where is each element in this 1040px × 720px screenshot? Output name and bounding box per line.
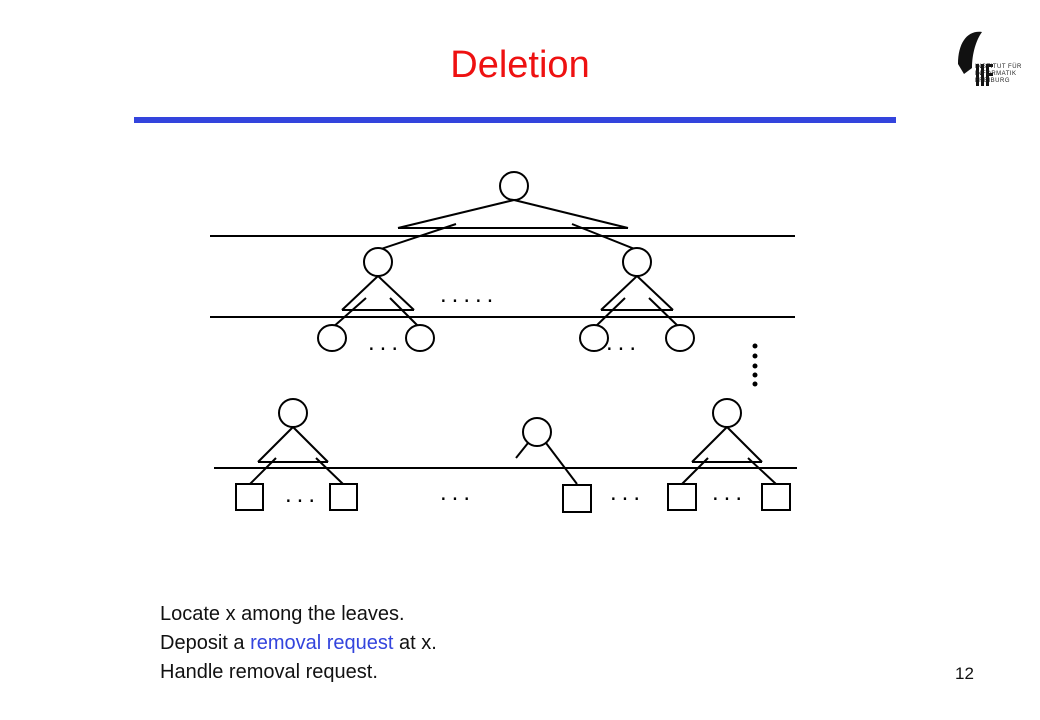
dots-leaf-mid-left: ... [440,479,475,506]
dots-leaf-right: ... [712,479,747,506]
text-line-2-post: at x. [393,632,437,654]
leaf-1 [235,483,264,511]
page-number: 12 [955,664,974,683]
text-line-2-pre: Deposit a [160,632,251,654]
node-l2-4 [665,324,695,352]
title-underline [134,117,896,123]
dots-leaf-mid-right: ... [610,479,645,506]
vertical-dot [752,353,758,359]
vertical-dot [752,372,758,378]
text-line-1: Locate x among the leaves. [160,603,405,625]
leaf-5 [761,483,791,511]
logo-line-3: FREIBURG [975,78,1011,84]
node-l2-2 [405,324,435,352]
removal-request-highlight: removal request [250,632,394,654]
slide-body: Locate x among the leaves. Deposit a rem… [160,600,437,687]
logo-line-1: INSTITUT FÜR [975,64,1022,70]
slide-title: Deletion [450,44,590,86]
dots-leaf-left: ... [285,481,320,508]
vertical-dot [752,381,758,387]
logo-line-2: INFORMATIK [975,71,1017,77]
node-l2-3 [579,324,609,352]
dots-upper-middle: ..... [440,281,498,308]
leaf-3 [562,484,592,513]
logo-text: INSTITUT FÜR INFORMATIK FREIBURG [975,64,1022,85]
leaf-4 [667,483,697,511]
vertical-dot [752,343,758,349]
node-l2-1 [317,324,347,352]
tree-diagram: ..... ... ... ... ... ... ... [210,171,797,513]
node-l1-left [363,247,393,277]
node-low-right [712,398,742,428]
dots-level2-right: ... [606,329,641,356]
iif-logo-icon [958,31,993,86]
dots-level2-left: ... [368,329,403,356]
node-low-left [278,398,308,428]
text-line-2: Deposit a removal request at x. [160,629,437,658]
leaf-2 [329,483,358,511]
text-line-3: Handle removal request. [160,661,378,683]
vertical-dot [752,363,758,369]
node-low-mid [522,417,552,447]
node-l1-right [622,247,652,277]
root-node [499,171,529,201]
